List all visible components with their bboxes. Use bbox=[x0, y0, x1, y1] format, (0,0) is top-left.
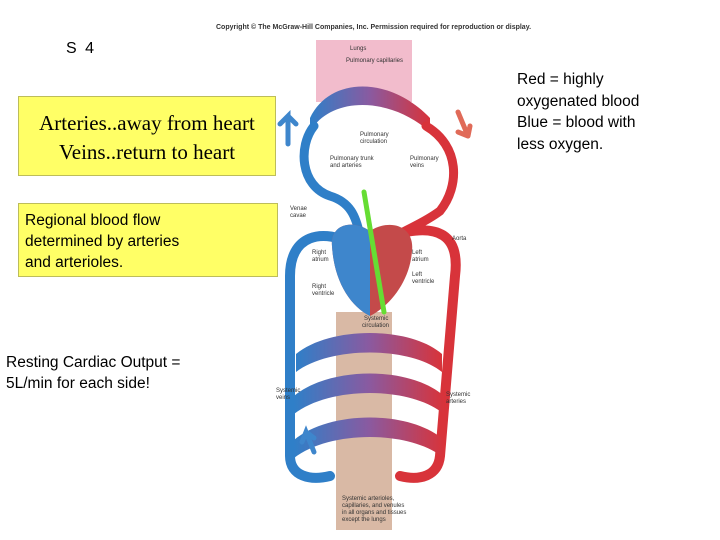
label-aorta: Aorta bbox=[452, 236, 467, 242]
legend-red-line-1: Red = highly bbox=[517, 71, 604, 88]
color-legend: Red = highly oxygenated blood Blue = blo… bbox=[517, 69, 717, 155]
regional-line-2: determined by arteries bbox=[25, 233, 180, 250]
cardiac-line-2: 5L/min for each side! bbox=[6, 375, 150, 392]
circulation-diagram: Lungs Pulmonary capillaries Pulmonary ci… bbox=[276, 40, 473, 530]
label-pulmonary-circulation-1: Pulmonary bbox=[360, 132, 389, 138]
arteries-veins-box: Arteries..away from heart Veins..return … bbox=[18, 96, 276, 176]
regional-line-1: Regional blood flow bbox=[25, 212, 161, 229]
label-systemic-veins-2: veins bbox=[276, 395, 290, 401]
regional-flow-box: Regional blood flow determined by arteri… bbox=[18, 203, 278, 277]
cardiac-output-box: Resting Cardiac Output = 5L/min for each… bbox=[0, 348, 278, 406]
legend-blue-line-1: Blue = blood with bbox=[517, 114, 636, 131]
legend-blue-line-2: less oxygen. bbox=[517, 135, 604, 153]
aorta-vessel bbox=[385, 225, 461, 483]
systemic-capillary-bed-2 bbox=[294, 373, 444, 414]
label-pulmonary-capillaries: Pulmonary capillaries bbox=[346, 58, 403, 64]
label-lungs: Lungs bbox=[350, 46, 366, 52]
label-left-atrium-2: atrium bbox=[412, 257, 429, 263]
pulmonary-artery-vessel bbox=[299, 121, 365, 241]
right-upper-flow-arrow bbox=[455, 109, 473, 139]
cardiac-line-1: Resting Cardiac Output = bbox=[6, 354, 181, 371]
left-lower-flow-arrow bbox=[299, 425, 317, 455]
label-systemic-capillaries-1: Systemic arterioles, bbox=[342, 496, 395, 502]
label-pulmonary-trunk-2: and arteries bbox=[330, 163, 362, 169]
systemic-capillary-bed-3 bbox=[294, 417, 444, 458]
label-systemic-circulation-1: Systemic bbox=[364, 316, 388, 322]
label-systemic-capillaries-4: except the lungs bbox=[342, 517, 386, 523]
label-systemic-veins-1: Systemic bbox=[276, 388, 300, 394]
arteries-line: Arteries..away from heart bbox=[39, 111, 255, 135]
label-pulmonary-veins-1: Pulmonary bbox=[410, 156, 439, 162]
heart-right-side bbox=[331, 224, 370, 316]
label-pulmonary-trunk-1: Pulmonary trunk bbox=[330, 156, 375, 162]
label-venae-cavae-2: cavae bbox=[290, 213, 307, 219]
green-marker-line bbox=[361, 189, 387, 315]
label-left-atrium-1: Left bbox=[412, 250, 422, 256]
pulmonary-vein-vessel bbox=[385, 121, 459, 246]
label-right-atrium-2: atrium bbox=[312, 257, 329, 263]
vena-cava-vessel bbox=[285, 231, 363, 483]
label-systemic-arteries-2: arteries bbox=[446, 399, 466, 405]
label-systemic-capillaries-3: in all organs and tissues bbox=[342, 510, 406, 516]
regional-line-3: and arterioles. bbox=[25, 254, 124, 271]
systemic-capillary-bed-1 bbox=[296, 333, 442, 372]
label-systemic-arteries-1: Systemic bbox=[446, 392, 470, 398]
label-left-ventricle-1: Left bbox=[412, 272, 422, 278]
label-venae-cavae-1: Venae bbox=[290, 206, 308, 212]
left-upper-flow-arrow bbox=[277, 109, 299, 147]
label-pulmonary-veins-2: veins bbox=[410, 163, 424, 169]
label-left-ventricle-2: ventricle bbox=[412, 279, 435, 285]
label-right-ventricle-2: ventricle bbox=[312, 291, 335, 297]
label-systemic-circulation-2: circulation bbox=[362, 323, 389, 329]
label-pulmonary-circulation-2: circulation bbox=[360, 139, 387, 145]
lung-capillary-bed bbox=[310, 86, 430, 132]
slide-number: S 4 bbox=[66, 40, 97, 57]
copyright-notice: Copyright © The McGraw-Hill Companies, I… bbox=[216, 24, 532, 31]
label-right-ventricle-1: Right bbox=[312, 284, 326, 290]
label-right-atrium-1: Right bbox=[312, 250, 326, 256]
label-systemic-capillaries-2: capillaries, and venules bbox=[342, 503, 404, 509]
veins-line: Veins..return to heart bbox=[58, 140, 236, 164]
legend-red-line-2: oxygenated blood bbox=[517, 92, 640, 110]
